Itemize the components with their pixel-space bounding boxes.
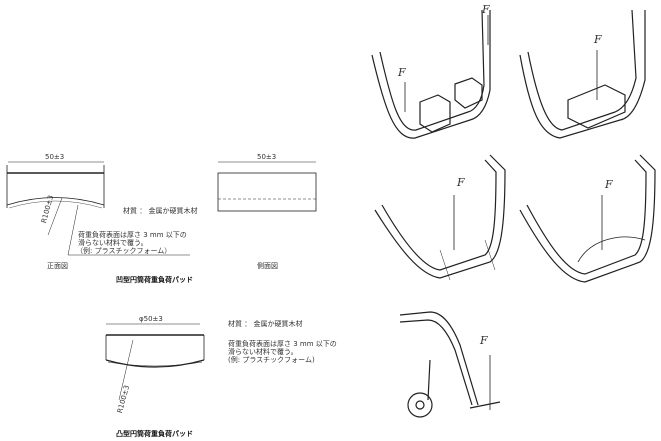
front-view-label: 正面図	[47, 262, 68, 270]
convex-width-dimension: φ50±3	[139, 315, 163, 323]
test-frame-1	[371, 9, 491, 139]
convex-note-1: 荷重負荷表面は厚さ 3 mm 以下の	[228, 340, 337, 348]
concave-pad-front-view	[6, 161, 190, 256]
concave-pad-side-view	[217, 161, 317, 212]
wheelchair-test	[399, 311, 501, 418]
convex-note-2: 滑らない材料で覆う。	[228, 348, 298, 356]
concave-pad-title: 凹型円筒荷重負荷パッド	[116, 276, 193, 284]
test-frame-3	[374, 154, 506, 281]
side-view-label: 側面図	[257, 262, 278, 270]
concave-material: 材質 ： 金属か硬質木材	[123, 207, 198, 215]
concave-note-3: （例: プラスチックフォーム）	[76, 247, 172, 255]
convex-note-3: (例: プラスチックフォーム)	[228, 356, 315, 364]
test-frame-4	[519, 154, 656, 283]
concave-note-1: 荷重負荷表面は厚さ 3 mm 以下の	[78, 231, 187, 239]
force-label: F	[482, 3, 490, 16]
side-width-dimension: 50±3	[257, 153, 277, 161]
concave-width-dimension: 50±3	[45, 153, 65, 161]
test-frame-2	[519, 9, 646, 139]
convex-pad-front-view	[105, 323, 205, 401]
convex-material: 材質 ： 金属か硬質木材	[228, 320, 303, 328]
force-label: F	[605, 178, 613, 191]
concave-note-2: 滑らない材料で覆う。	[78, 239, 148, 247]
force-arrows	[404, 15, 603, 410]
convex-pad-title: 凸型円筒荷重負荷パッド	[116, 430, 193, 438]
force-label: F	[594, 33, 602, 46]
force-label: F	[457, 176, 465, 189]
force-label: F	[480, 334, 488, 347]
force-label: F	[398, 66, 406, 79]
